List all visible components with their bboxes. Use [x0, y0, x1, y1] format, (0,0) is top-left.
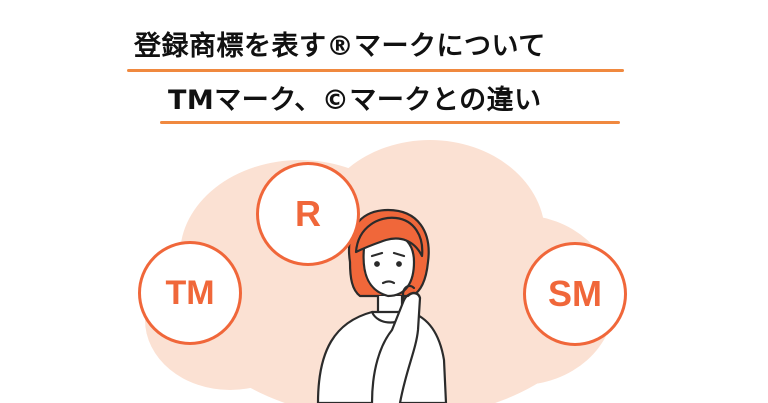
title-underline-2 — [160, 121, 620, 124]
registered-mark-circle: R — [256, 162, 360, 266]
registered-mark-label: R — [295, 193, 321, 234]
title-underline-1 — [127, 69, 624, 72]
thinking-person — [316, 208, 448, 403]
tm-mark-label: TM — [165, 273, 215, 312]
page-title-line-1: 登録商標を表す®マークについて — [134, 31, 546, 62]
tm-mark-circle: TM — [138, 241, 242, 345]
page-title-line-2: TMマーク、©マークとの違い — [168, 85, 542, 116]
sm-mark-circle: SM — [523, 242, 627, 346]
sm-mark-label: SM — [548, 273, 602, 314]
